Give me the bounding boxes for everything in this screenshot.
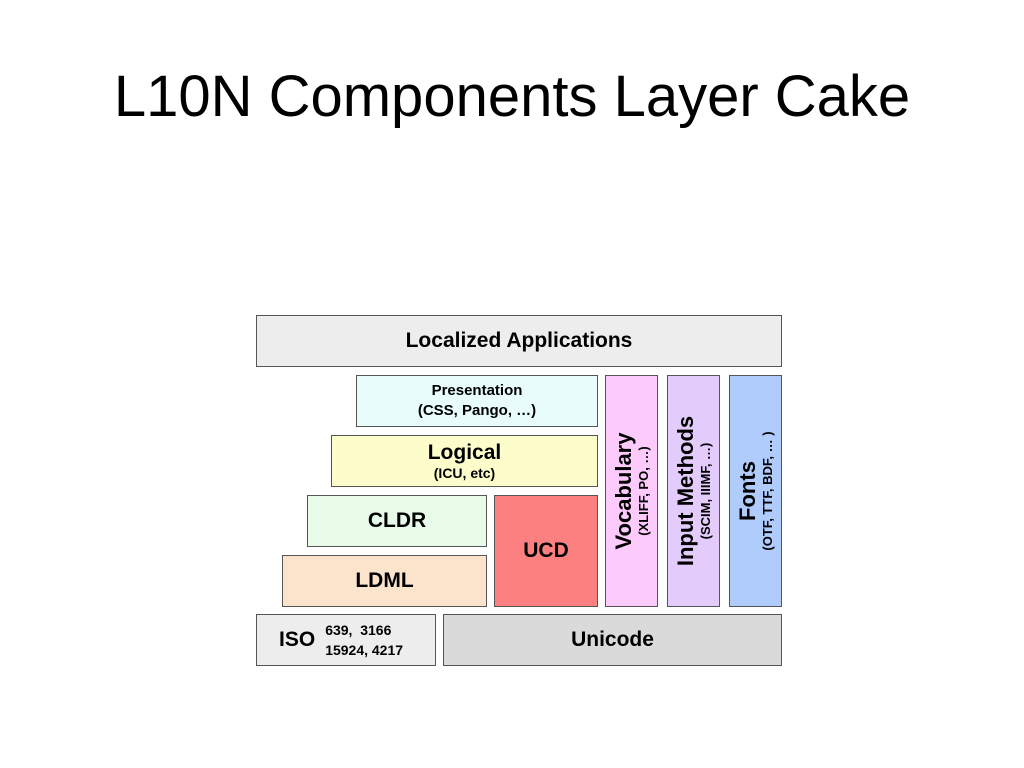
fonts-layer: Fonts (OTF, TTF, BDF, … )	[729, 375, 782, 607]
localized-applications-label: Localized Applications	[405, 329, 633, 352]
logical-layer: Logical (ICU, etc)	[331, 435, 598, 487]
localized-applications-layer: Localized Applications	[256, 315, 782, 367]
logical-sub: (ICU, etc)	[433, 464, 496, 481]
slide-title: L10N Components Layer Cake	[113, 64, 911, 129]
ldml-layer: LDML	[282, 555, 487, 607]
presentation-label: Presentation	[431, 382, 523, 399]
ucd-layer: UCD	[494, 495, 598, 607]
presentation-layer: Presentation (CSS, Pango, …)	[356, 375, 598, 427]
iso-layer: ISO 639, 3166 15924, 4217	[256, 614, 436, 666]
cldr-layer: CLDR	[307, 495, 487, 547]
input-methods-label: Input Methods	[672, 415, 698, 567]
unicode-label: Unicode	[571, 628, 654, 651]
iso-codes-line2: 15924, 4217	[325, 642, 404, 658]
logical-label: Logical	[427, 440, 502, 464]
vocabulary-label: Vocabulary	[610, 432, 636, 550]
input-methods-layer: Input Methods (SCIM, IIIMF, …)	[667, 375, 720, 607]
iso-codes-line1: 639, 3166	[325, 622, 392, 638]
presentation-sub: (CSS, Pango, …)	[417, 402, 537, 419]
iso-label: ISO	[279, 628, 316, 651]
fonts-label: Fonts	[734, 461, 760, 521]
ucd-label: UCD	[523, 539, 569, 562]
unicode-layer: Unicode	[443, 614, 782, 666]
cldr-label: CLDR	[367, 509, 427, 532]
input-methods-sub: (SCIM, IIIMF, …)	[697, 442, 713, 540]
vocabulary-layer: Vocabulary (XLIFF, PO, …)	[605, 375, 658, 607]
vocabulary-sub: (XLIFF, PO, …)	[635, 446, 651, 536]
ldml-label: LDML	[355, 569, 414, 592]
fonts-sub: (OTF, TTF, BDF, … )	[759, 431, 775, 551]
